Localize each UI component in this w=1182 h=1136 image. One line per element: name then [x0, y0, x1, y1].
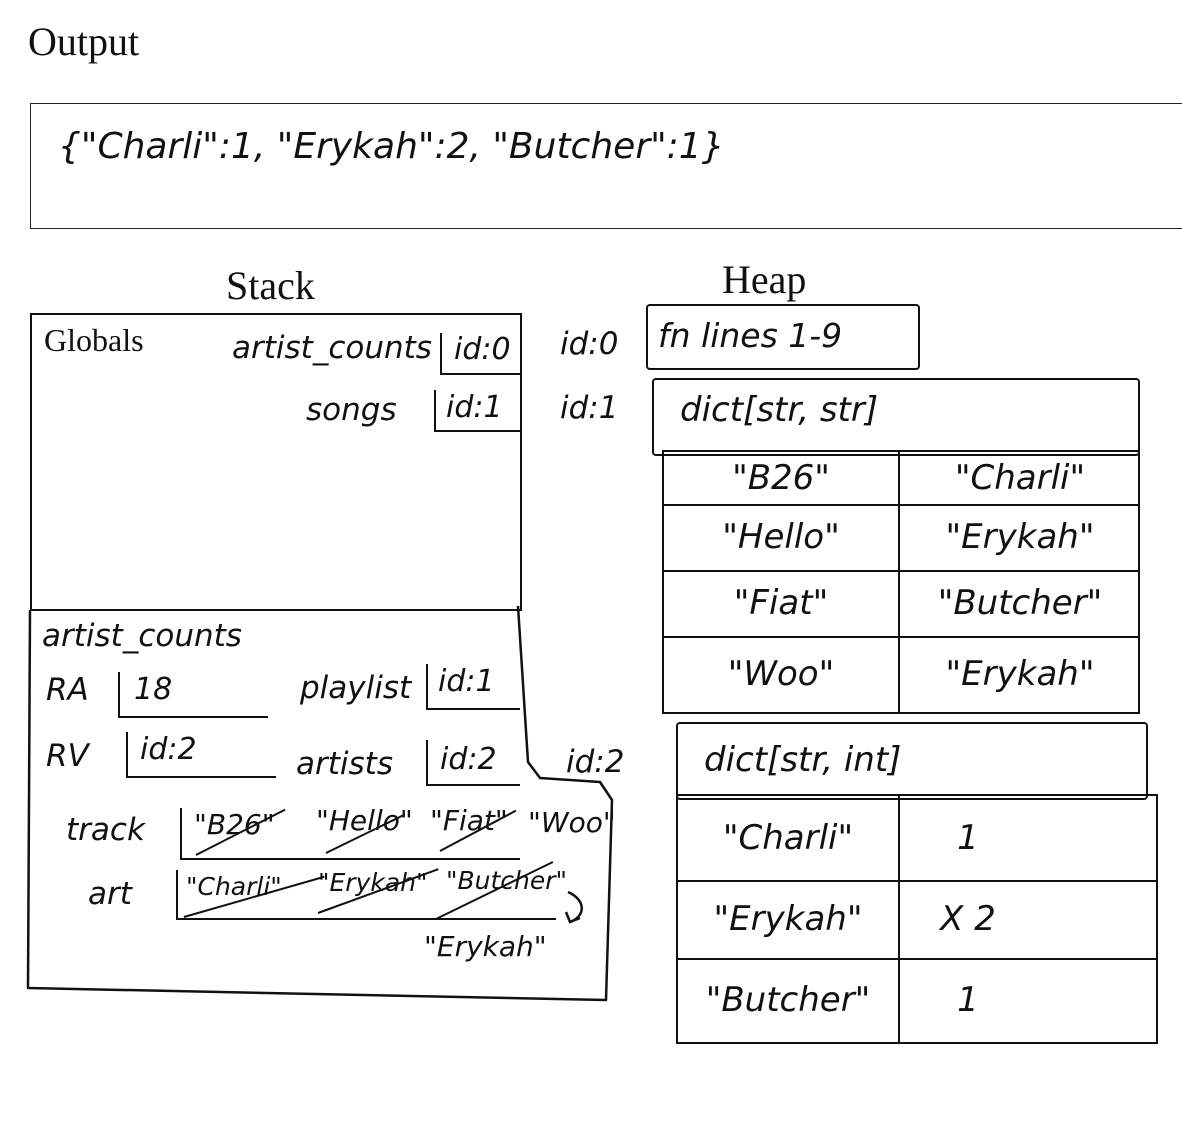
dict-value: 1 — [957, 980, 979, 1020]
playlist-value: id:1 — [438, 664, 495, 699]
track-value: "Woo" — [528, 806, 616, 839]
dict-key: "Woo" — [727, 654, 835, 694]
ra-label: RA — [46, 672, 89, 708]
track-label: track — [66, 812, 145, 848]
dict-value: "Erykah" — [945, 654, 1095, 694]
table-divider — [678, 958, 1156, 960]
dict-type-box — [676, 722, 1148, 800]
table-divider — [678, 880, 1156, 882]
track-slot — [180, 808, 520, 860]
table-divider — [898, 796, 900, 1042]
dict-key: "Butcher" — [705, 980, 871, 1020]
global-var-value: id:0 — [454, 332, 511, 367]
track-value: "Fiat" — [430, 804, 508, 837]
dict-table: "B26" "Charli" "Hello" "Erykah" "Fiat" "… — [662, 450, 1140, 714]
function-object-label: fn lines 1-9 — [658, 316, 843, 355]
output-title: Output — [28, 19, 140, 64]
frame-label: artist_counts — [42, 618, 242, 654]
function-object-box — [646, 304, 920, 370]
globals-frame — [30, 313, 522, 611]
dict-type-label: dict[str, str] — [680, 390, 879, 430]
track-value: "B26" — [194, 808, 275, 841]
playlist-label: playlist — [300, 670, 412, 706]
table-divider — [664, 504, 1138, 506]
dict-key: "Hello" — [722, 517, 840, 557]
rv-slot — [126, 732, 276, 778]
heap-id-label: id:1 — [560, 390, 619, 426]
dict-value: X 2 — [940, 899, 996, 939]
global-var-value: id:1 — [446, 390, 503, 425]
heap-title: Heap — [722, 257, 807, 302]
artists-value: id:2 — [440, 742, 497, 777]
dict-table: "Charli" 1 "Erykah" X 2 "Butcher" 1 — [676, 794, 1158, 1044]
artists-slot — [426, 740, 520, 786]
dict-key: "Charli" — [722, 818, 854, 858]
track-value: "Hello" — [316, 804, 413, 837]
art-slot — [176, 870, 556, 920]
art-value: "Butcher" — [446, 866, 568, 895]
table-divider — [664, 636, 1138, 638]
dict-value: 1 — [957, 818, 979, 858]
playlist-slot — [426, 664, 520, 710]
stack-title: Stack — [226, 263, 315, 308]
dict-type-label: dict[str, int] — [704, 740, 902, 780]
ra-value: 18 — [134, 672, 173, 707]
table-divider — [898, 452, 900, 712]
ra-slot — [118, 672, 268, 718]
heap-id-label: id:2 — [566, 744, 625, 780]
artists-label: artists — [296, 746, 393, 782]
heap-id-label: id:0 — [560, 326, 619, 362]
rv-label: RV — [46, 738, 89, 774]
dict-type-box — [652, 378, 1140, 456]
art-value: "Erykah" — [318, 868, 428, 897]
dict-value: "Charli" — [954, 458, 1086, 498]
art-value: "Erykah" — [424, 930, 547, 963]
dict-key: "Erykah" — [713, 899, 863, 939]
art-label: art — [88, 876, 132, 912]
dict-value: "Butcher" — [937, 583, 1103, 623]
dict-key: "Fiat" — [733, 583, 829, 623]
global-var-slot — [434, 390, 522, 432]
output-text: {"Charli":1, "Erykah":2, "Butcher":1} — [58, 126, 725, 167]
table-divider — [664, 570, 1138, 572]
rv-value: id:2 — [140, 732, 197, 767]
dict-key: "B26" — [732, 458, 830, 498]
globals-label: Globals — [44, 322, 144, 358]
global-var-name: songs — [306, 392, 397, 428]
art-value: "Charli" — [186, 872, 282, 901]
global-var-name: artist_counts — [232, 330, 432, 366]
output-box — [30, 103, 1182, 229]
dict-value: "Erykah" — [945, 517, 1095, 557]
global-var-slot — [440, 333, 520, 375]
